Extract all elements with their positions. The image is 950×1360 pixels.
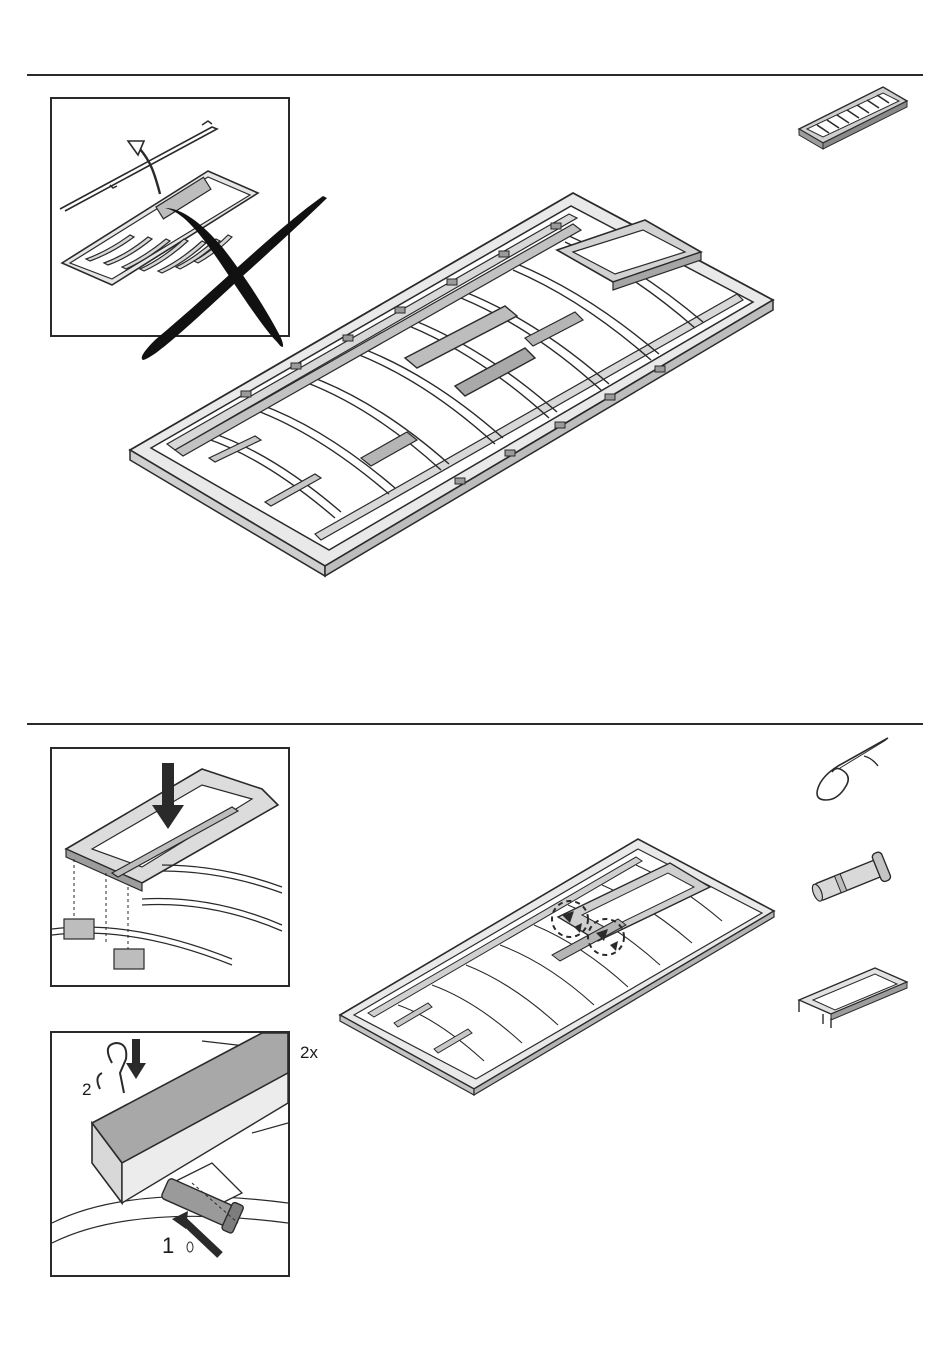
head-frame-bracket-icon	[795, 962, 910, 1030]
attach-frame-arrow-down-icon	[52, 749, 288, 985]
detail-panel-insert-pin: 1 2	[50, 1031, 290, 1277]
callout-insert-pin: 1	[162, 1233, 174, 1259]
hinge-pin-icon	[806, 846, 906, 906]
detail-panel-attach-frame	[50, 747, 290, 987]
bed-frame-thumbnail-icon	[797, 85, 909, 157]
bed-frame-highlighted-mount-icon	[338, 837, 778, 1097]
hairpin-clip-icon	[808, 734, 892, 804]
quantity-label: 2x	[300, 1043, 318, 1063]
section-divider-middle	[27, 723, 923, 725]
bed-frame-slatted-base-icon	[125, 188, 780, 578]
callout-fit-clip: 2	[82, 1080, 91, 1100]
section-divider-top	[27, 74, 923, 76]
